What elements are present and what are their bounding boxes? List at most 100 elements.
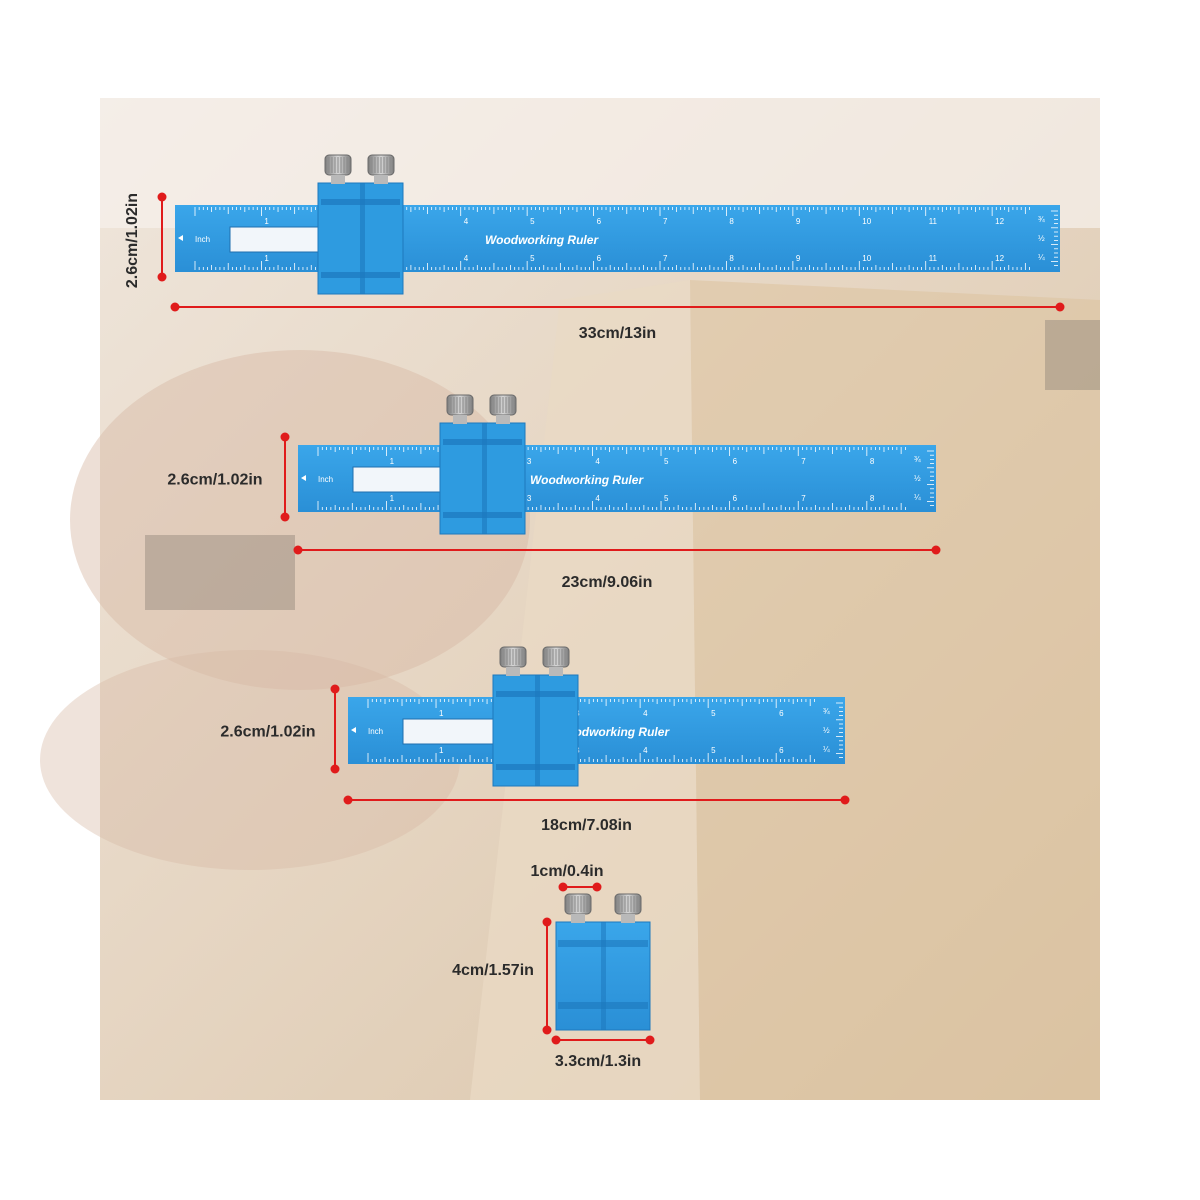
length-label: 33cm/13in bbox=[579, 325, 656, 342]
inch-number-top: 11 bbox=[929, 217, 938, 226]
dimension-endpoint bbox=[170, 302, 180, 312]
inch-number-bottom: 4 bbox=[643, 746, 648, 755]
screw-shaft bbox=[571, 914, 585, 923]
slot-dimension bbox=[558, 882, 602, 892]
stop-block-channel bbox=[443, 439, 522, 445]
inch-number-bottom: 6 bbox=[779, 746, 784, 755]
fraction-mark: ½ bbox=[823, 726, 830, 735]
standalone-stop-block bbox=[555, 893, 651, 1031]
ruler-13in: 112233445566778899101011111212¾½¼InchWoo… bbox=[175, 154, 1060, 295]
block-channel bbox=[558, 1002, 648, 1009]
block-width-label: 3.3cm/1.3in bbox=[555, 1053, 641, 1070]
inch-number-top: 6 bbox=[733, 457, 738, 466]
inch-number-bottom: 8 bbox=[729, 254, 734, 263]
dimension-endpoint bbox=[157, 192, 167, 202]
fraction-mark: ¼ bbox=[1038, 253, 1045, 262]
screw-shaft bbox=[506, 667, 520, 676]
length-label: 18cm/7.08in bbox=[541, 817, 632, 834]
unit-label: Inch bbox=[195, 235, 210, 244]
dimension-endpoint bbox=[293, 545, 303, 555]
inch-number-top: 3 bbox=[527, 457, 532, 466]
height-label: 2.6cm/1.02in bbox=[124, 193, 141, 288]
inch-number-bottom: 7 bbox=[663, 254, 668, 263]
stop-block-groove bbox=[360, 183, 365, 294]
inch-number-top: 1 bbox=[439, 709, 444, 718]
screw-shaft bbox=[453, 415, 467, 424]
length-dimension bbox=[343, 795, 850, 805]
stop-block-channel bbox=[496, 764, 575, 770]
stop-block-channel bbox=[321, 199, 400, 205]
screw-shaft bbox=[549, 667, 563, 676]
height-label: 2.6cm/1.02in bbox=[167, 472, 262, 489]
inch-number-bottom: 6 bbox=[597, 254, 602, 263]
inch-number-bottom: 6 bbox=[733, 494, 738, 503]
ruler-slot bbox=[352, 466, 449, 493]
block-groove bbox=[601, 922, 606, 1030]
dimension-endpoint bbox=[343, 795, 353, 805]
fraction-mark: ¼ bbox=[914, 493, 921, 502]
stop-block bbox=[317, 154, 404, 295]
inch-number-bottom: 3 bbox=[527, 494, 532, 503]
stop-block bbox=[439, 394, 526, 535]
inch-number-top: 6 bbox=[597, 217, 602, 226]
inch-number-top: 7 bbox=[663, 217, 668, 226]
screw-shaft bbox=[621, 914, 635, 923]
inch-number-top: 12 bbox=[995, 217, 1004, 226]
fraction-mark: ½ bbox=[1038, 234, 1045, 243]
fraction-mark: ½ bbox=[914, 474, 921, 483]
height-dimension bbox=[157, 192, 167, 282]
inch-number-bottom: 1 bbox=[264, 254, 269, 263]
dimension-endpoint bbox=[1055, 302, 1065, 312]
dimension-endpoint bbox=[280, 432, 290, 442]
inch-number-bottom: 10 bbox=[862, 254, 871, 263]
block-channel bbox=[558, 940, 648, 947]
inch-number-top: 9 bbox=[796, 217, 801, 226]
block-height-label: 4cm/1.57in bbox=[452, 962, 534, 979]
inch-number-top: 7 bbox=[801, 457, 806, 466]
inch-number-bottom: 8 bbox=[870, 494, 875, 503]
dimension-endpoint bbox=[280, 512, 290, 522]
inch-number-bottom: 4 bbox=[464, 254, 469, 263]
end-arrow-icon bbox=[301, 475, 306, 481]
dimension-endpoint bbox=[592, 882, 602, 892]
block-width-dimension bbox=[551, 1035, 655, 1045]
inch-number-top: 1 bbox=[264, 217, 269, 226]
height-dimension bbox=[280, 432, 290, 522]
fraction-mark: ¾ bbox=[914, 455, 921, 464]
end-arrow-icon bbox=[351, 727, 356, 733]
inch-number-top: 5 bbox=[664, 457, 669, 466]
inch-number-top: 5 bbox=[530, 217, 535, 226]
height-label: 2.6cm/1.02in bbox=[220, 724, 315, 741]
inch-number-top: 6 bbox=[779, 709, 784, 718]
inch-number-top: 4 bbox=[464, 217, 469, 226]
length-dimension bbox=[293, 545, 941, 555]
inch-number-bottom: 1 bbox=[439, 746, 444, 755]
dimension-endpoint bbox=[551, 1035, 561, 1045]
block-height-dimension bbox=[542, 917, 552, 1035]
stop-block-groove bbox=[482, 423, 487, 534]
dimension-endpoint bbox=[542, 917, 552, 927]
unit-label: Inch bbox=[368, 727, 383, 736]
inch-number-top: 8 bbox=[870, 457, 875, 466]
ruler-title: Woodworking Ruler bbox=[556, 725, 670, 739]
dimension-endpoint bbox=[645, 1035, 655, 1045]
dimension-endpoint bbox=[157, 272, 167, 282]
screw-shaft bbox=[374, 175, 388, 184]
end-arrow-icon bbox=[178, 235, 183, 241]
inch-number-top: 4 bbox=[595, 457, 600, 466]
inch-number-bottom: 1 bbox=[390, 494, 395, 503]
stop-block-channel bbox=[496, 691, 575, 697]
dimension-endpoint bbox=[558, 882, 568, 892]
inch-number-bottom: 12 bbox=[995, 254, 1004, 263]
ruler-title: Woodworking Ruler bbox=[530, 473, 644, 487]
unit-label: Inch bbox=[318, 475, 333, 484]
inch-number-top: 1 bbox=[390, 457, 395, 466]
stop-block bbox=[492, 646, 579, 787]
dimension-endpoint bbox=[330, 684, 340, 694]
dimension-endpoint bbox=[330, 764, 340, 774]
inch-number-top: 8 bbox=[729, 217, 734, 226]
screw-shaft bbox=[331, 175, 345, 184]
length-label: 23cm/9.06in bbox=[562, 574, 653, 591]
